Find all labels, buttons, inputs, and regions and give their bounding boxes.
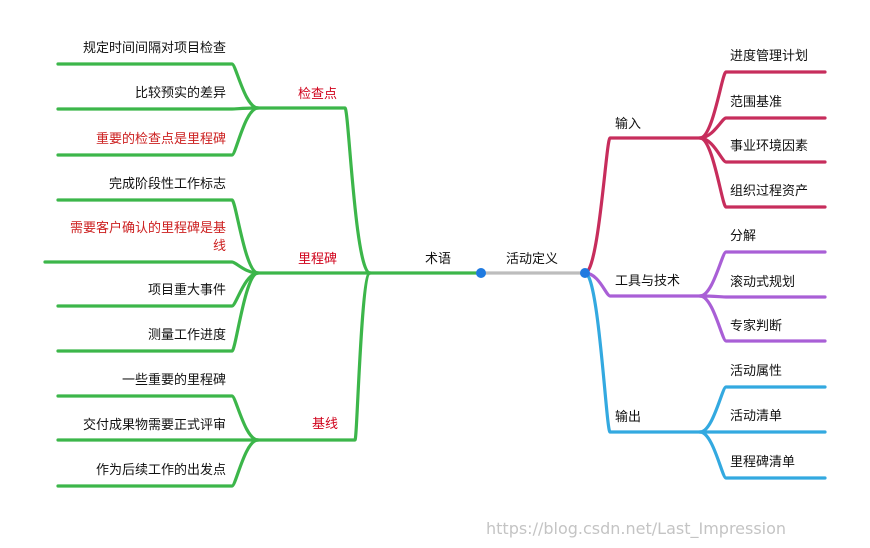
connector-leaf-0-2 [56, 106, 260, 157]
right-root-label[interactable]: 活动定义 [506, 252, 558, 267]
leaf-baseline-2[interactable]: 交付成果物需要正式评审 [83, 417, 226, 433]
branch-label-output[interactable]: 输出 [615, 409, 641, 425]
leaf-tools-2[interactable]: 滚动式规划 [730, 274, 795, 290]
connector-leaf-1-3 [56, 271, 260, 353]
branch-label-milestone[interactable]: 里程碑 [298, 251, 337, 267]
connector-branch-0 [256, 106, 372, 275]
connector-branch-2 [256, 271, 372, 442]
connector-leaf-1-1 [43, 260, 260, 275]
connector-right-leaf-0-1 [698, 116, 827, 140]
branch-label-checkpoint[interactable]: 检查点 [298, 87, 337, 102]
leaf-milestone-3[interactable]: 项目重大事件 [148, 282, 226, 298]
leaf-output-3[interactable]: 里程碑清单 [730, 454, 795, 470]
leaf-input-2[interactable]: 范围基准 [730, 95, 782, 110]
connector-right-leaf-2-2 [698, 430, 827, 480]
connector-leaf-0-1 [56, 106, 260, 111]
leaf-milestone-2-line1[interactable]: 需要客户确认的里程碑是基 [70, 220, 226, 236]
leaf-milestone-1[interactable]: 完成阶段性工作标志 [109, 177, 226, 192]
leaf-tools-1[interactable]: 分解 [730, 229, 756, 244]
leaf-milestone-2-line2[interactable]: 线 [213, 239, 226, 254]
leaf-input-3[interactable]: 事业环境因素 [730, 139, 808, 154]
branch-label-input[interactable]: 输入 [615, 116, 641, 132]
connector-right-leaf-0-3 [698, 136, 827, 209]
right-root-dot[interactable] [580, 268, 590, 278]
connector-right-leaf-0-0 [698, 70, 827, 140]
connector-right-branch-2 [583, 271, 702, 434]
leaf-input-4[interactable]: 组织过程资产 [730, 184, 808, 199]
leaf-baseline-1[interactable]: 一些重要的里程碑 [122, 372, 226, 388]
leaf-tools-3[interactable]: 专家判断 [730, 318, 782, 334]
connector-right-leaf-1-1 [698, 294, 827, 299]
branch-label-baseline[interactable]: 基线 [312, 417, 338, 432]
connector-right-leaf-2-0 [698, 385, 827, 434]
connector-right-branch-0 [583, 136, 702, 275]
watermark-text: https://blog.csdn.net/Last_Impression [486, 519, 786, 539]
leaf-input-1[interactable]: 进度管理计划 [730, 48, 808, 64]
connector-leaf-0-0 [56, 62, 260, 110]
connector-right-leaf-1-0 [698, 250, 827, 298]
leaf-output-2[interactable]: 活动清单 [730, 409, 782, 424]
leaf-output-1[interactable]: 活动属性 [730, 364, 782, 379]
connector-leaf-2-2 [56, 438, 260, 488]
leaf-checkpoint-3[interactable]: 重要的检查点是里程碑 [96, 131, 226, 147]
leaf-milestone-4[interactable]: 测量工作进度 [148, 327, 226, 343]
leaf-checkpoint-1[interactable]: 规定时间间隔对项目检查 [83, 41, 226, 56]
connector-leaf-1-0 [56, 198, 260, 275]
leaf-baseline-3[interactable]: 作为后续工作的出发点 [96, 462, 226, 478]
connector-right-leaf-1-2 [698, 294, 827, 343]
branch-label-tools[interactable]: 工具与技术 [615, 274, 680, 289]
left-root-dot[interactable] [476, 268, 486, 278]
leaf-checkpoint-2[interactable]: 比较预实的差异 [135, 85, 226, 101]
connector-lines [43, 62, 827, 488]
left-root-label[interactable]: 术语 [425, 252, 451, 267]
